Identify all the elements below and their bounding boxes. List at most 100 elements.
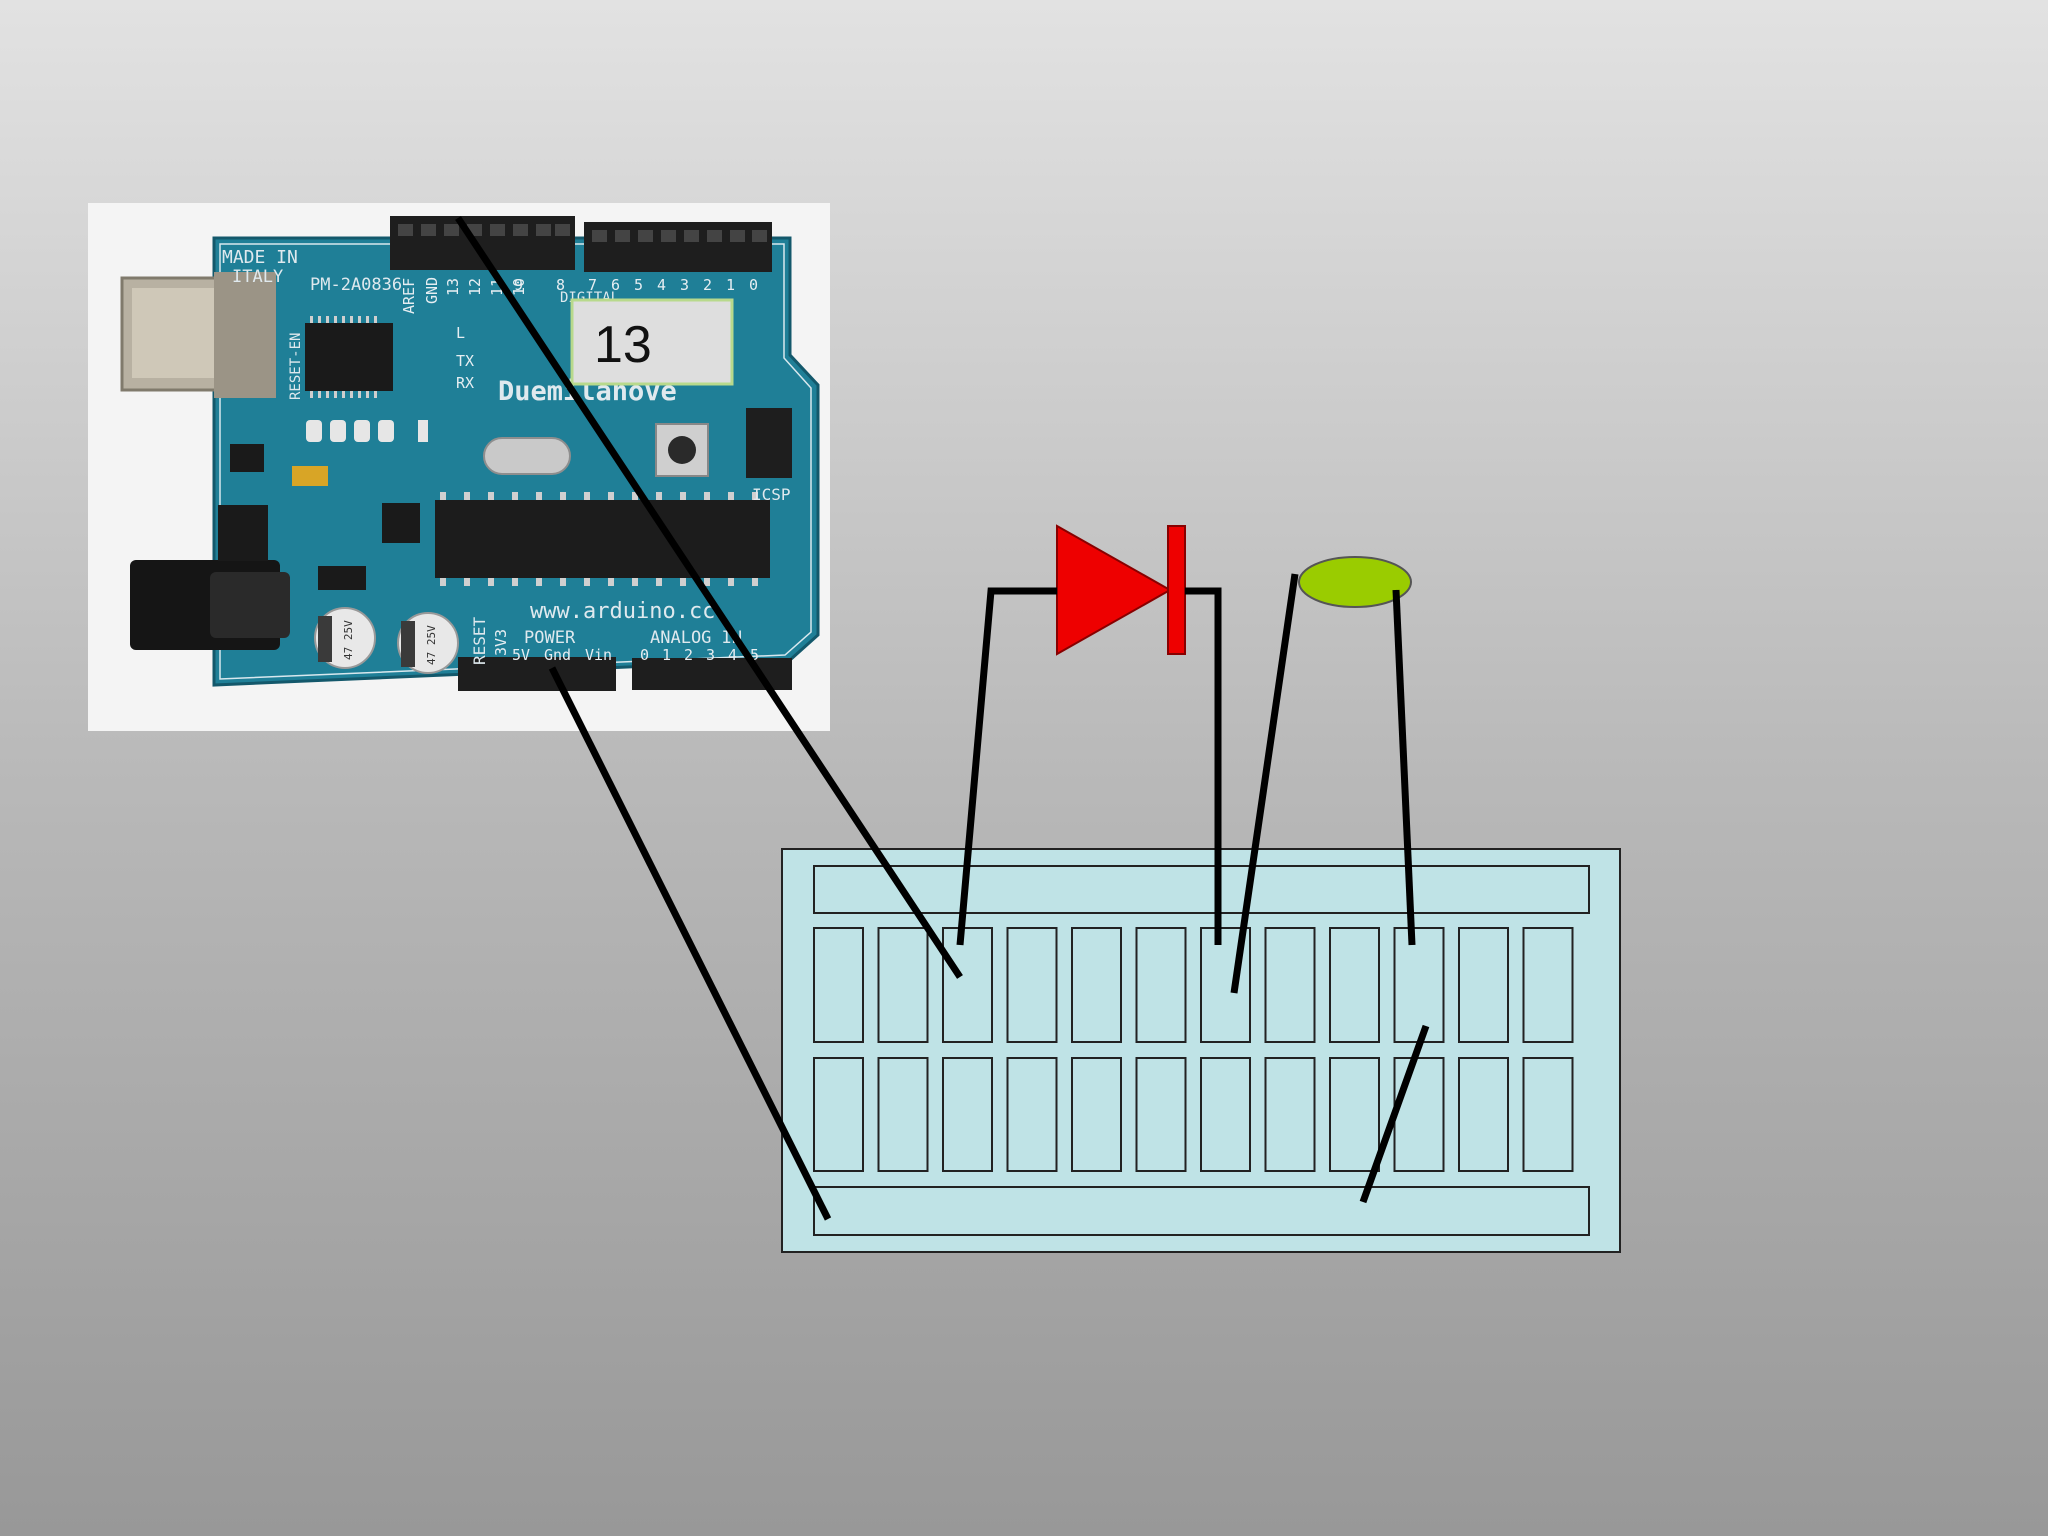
microcontroller-chip (435, 500, 770, 578)
wires (455, 216, 1430, 1221)
wire-diode-anode (956, 587, 1057, 946)
pcb-outline (219, 243, 812, 680)
power-pin-vin: Vin (585, 646, 612, 664)
breadboard-column-top (1458, 927, 1509, 1043)
made-in-label: MADE IN (222, 247, 298, 268)
breadboard-column-bottom (1006, 1057, 1058, 1172)
breadboard (781, 848, 1621, 1253)
breadboard-column-bottom (1135, 1057, 1187, 1172)
power-header (458, 657, 616, 691)
power-pin-5v: 5V (512, 646, 530, 664)
pin-label-1: 1 (726, 276, 735, 294)
analog-pin-4: 4 (728, 646, 737, 664)
smd-diode (318, 566, 366, 590)
smd-chip (382, 503, 420, 543)
power-label: POWER (524, 628, 576, 648)
part-number-label: PM-2A0836 (310, 275, 402, 295)
crystal-oscillator (483, 437, 571, 475)
breadboard-column-top (813, 927, 864, 1043)
breadboard-column-top (1522, 927, 1574, 1043)
voltage-regulator (218, 505, 268, 561)
dc-power-jack (130, 560, 290, 650)
microcontroller-pins (440, 492, 758, 586)
breadboard-column-top (1006, 927, 1058, 1043)
website-label: www.arduino.cc (530, 599, 715, 624)
led-label-tx: TX (456, 352, 474, 370)
wire-pin13-to-breadboard (455, 216, 963, 979)
usb-chip (305, 323, 393, 391)
pin-label-gnd: GND (423, 277, 441, 304)
analog-pin-5: 5 (750, 646, 759, 664)
led-label-l: L (456, 324, 465, 342)
reset-label: RESET (470, 616, 489, 665)
breadboard-row-top (813, 927, 1574, 1043)
breadboard-column-bottom (877, 1057, 929, 1172)
breadboard-column-top (1071, 927, 1122, 1043)
wire-diode-cathode (1185, 587, 1222, 945)
analog-in-label: ANALOG IN (650, 628, 742, 648)
wire-gnd-to-rail (548, 666, 832, 1221)
breadboard-column-bottom (1071, 1057, 1122, 1172)
breadboard-column-top (942, 927, 993, 1043)
pin-label-5: 5 (634, 276, 643, 294)
smd-transistor (230, 444, 264, 472)
breadboard-column-top (1393, 927, 1445, 1043)
reset-button (655, 423, 709, 477)
wire-component-left (1230, 573, 1299, 994)
breadboard-column-bottom (1393, 1057, 1445, 1172)
usb-connector (120, 272, 276, 398)
reset-en-label: RESET-EN (288, 333, 304, 400)
pin-label-7: 7 (588, 276, 597, 294)
breadboard-column-top (1329, 927, 1380, 1043)
power-pin-3v3: 3V3 (492, 629, 510, 656)
led-label-rx: RX (456, 374, 474, 392)
pin-label-0: 0 (749, 276, 758, 294)
capacitor-2 (397, 612, 459, 674)
diode-triangle (1056, 524, 1173, 656)
breadboard-rail-top (813, 865, 1590, 914)
breadboard-column-top (1264, 927, 1316, 1043)
analog-pin-0: 0 (640, 646, 649, 664)
breadboard-column-bottom (1458, 1057, 1509, 1172)
pin-label-9: 9 (514, 276, 523, 294)
cap-2-text: 47 25V (425, 625, 438, 665)
digital-header-left (390, 216, 575, 270)
digital-header-right (584, 222, 772, 272)
icsp-label: ICSP (752, 485, 791, 504)
pin-13-callout: 13 (570, 298, 734, 386)
breadboard-column-bottom (813, 1057, 864, 1172)
breadboard-column-bottom (942, 1057, 993, 1172)
breadboard-column-top (1135, 927, 1187, 1043)
breadboard-column-bottom (1200, 1057, 1251, 1172)
pin-label-12: 12 (466, 278, 484, 296)
pin-label-10: 10 (510, 278, 528, 296)
usb-chip-pins (310, 316, 377, 398)
analog-pin-3: 3 (706, 646, 715, 664)
capacitor-1 (314, 607, 376, 669)
analog-pin-1: 1 (662, 646, 671, 664)
icsp-header (746, 408, 792, 478)
component-ellipse (1298, 556, 1412, 608)
breadboard-rail-bottom (813, 1186, 1590, 1236)
pin-label-13: 13 (444, 278, 462, 296)
diode (1056, 524, 1186, 656)
breadboard-column-bottom (1522, 1057, 1574, 1172)
arduino-photo: MADE IN ITALY PM-2A0836 RESET-EN Duemila… (88, 203, 830, 731)
wire-jumper-to-rail (1359, 1024, 1430, 1204)
pin-label-6: 6 (611, 276, 620, 294)
smd-resistors (306, 420, 428, 442)
breadboard-column-bottom (1329, 1057, 1380, 1172)
wire-component-right (1392, 589, 1416, 946)
breadboard-column-top (877, 927, 929, 1043)
breadboard-column-bottom (1264, 1057, 1316, 1172)
diode-bar (1167, 525, 1186, 655)
pin-label-2: 2 (703, 276, 712, 294)
smd-fuse (292, 466, 328, 486)
pin-13-callout-text: 13 (594, 316, 652, 374)
pin-label-4: 4 (657, 276, 666, 294)
pin-label-aref: AREF (400, 278, 418, 314)
analog-pin-2: 2 (684, 646, 693, 664)
cap-1-text: 47 25V (342, 620, 355, 660)
pin-label-3: 3 (680, 276, 689, 294)
